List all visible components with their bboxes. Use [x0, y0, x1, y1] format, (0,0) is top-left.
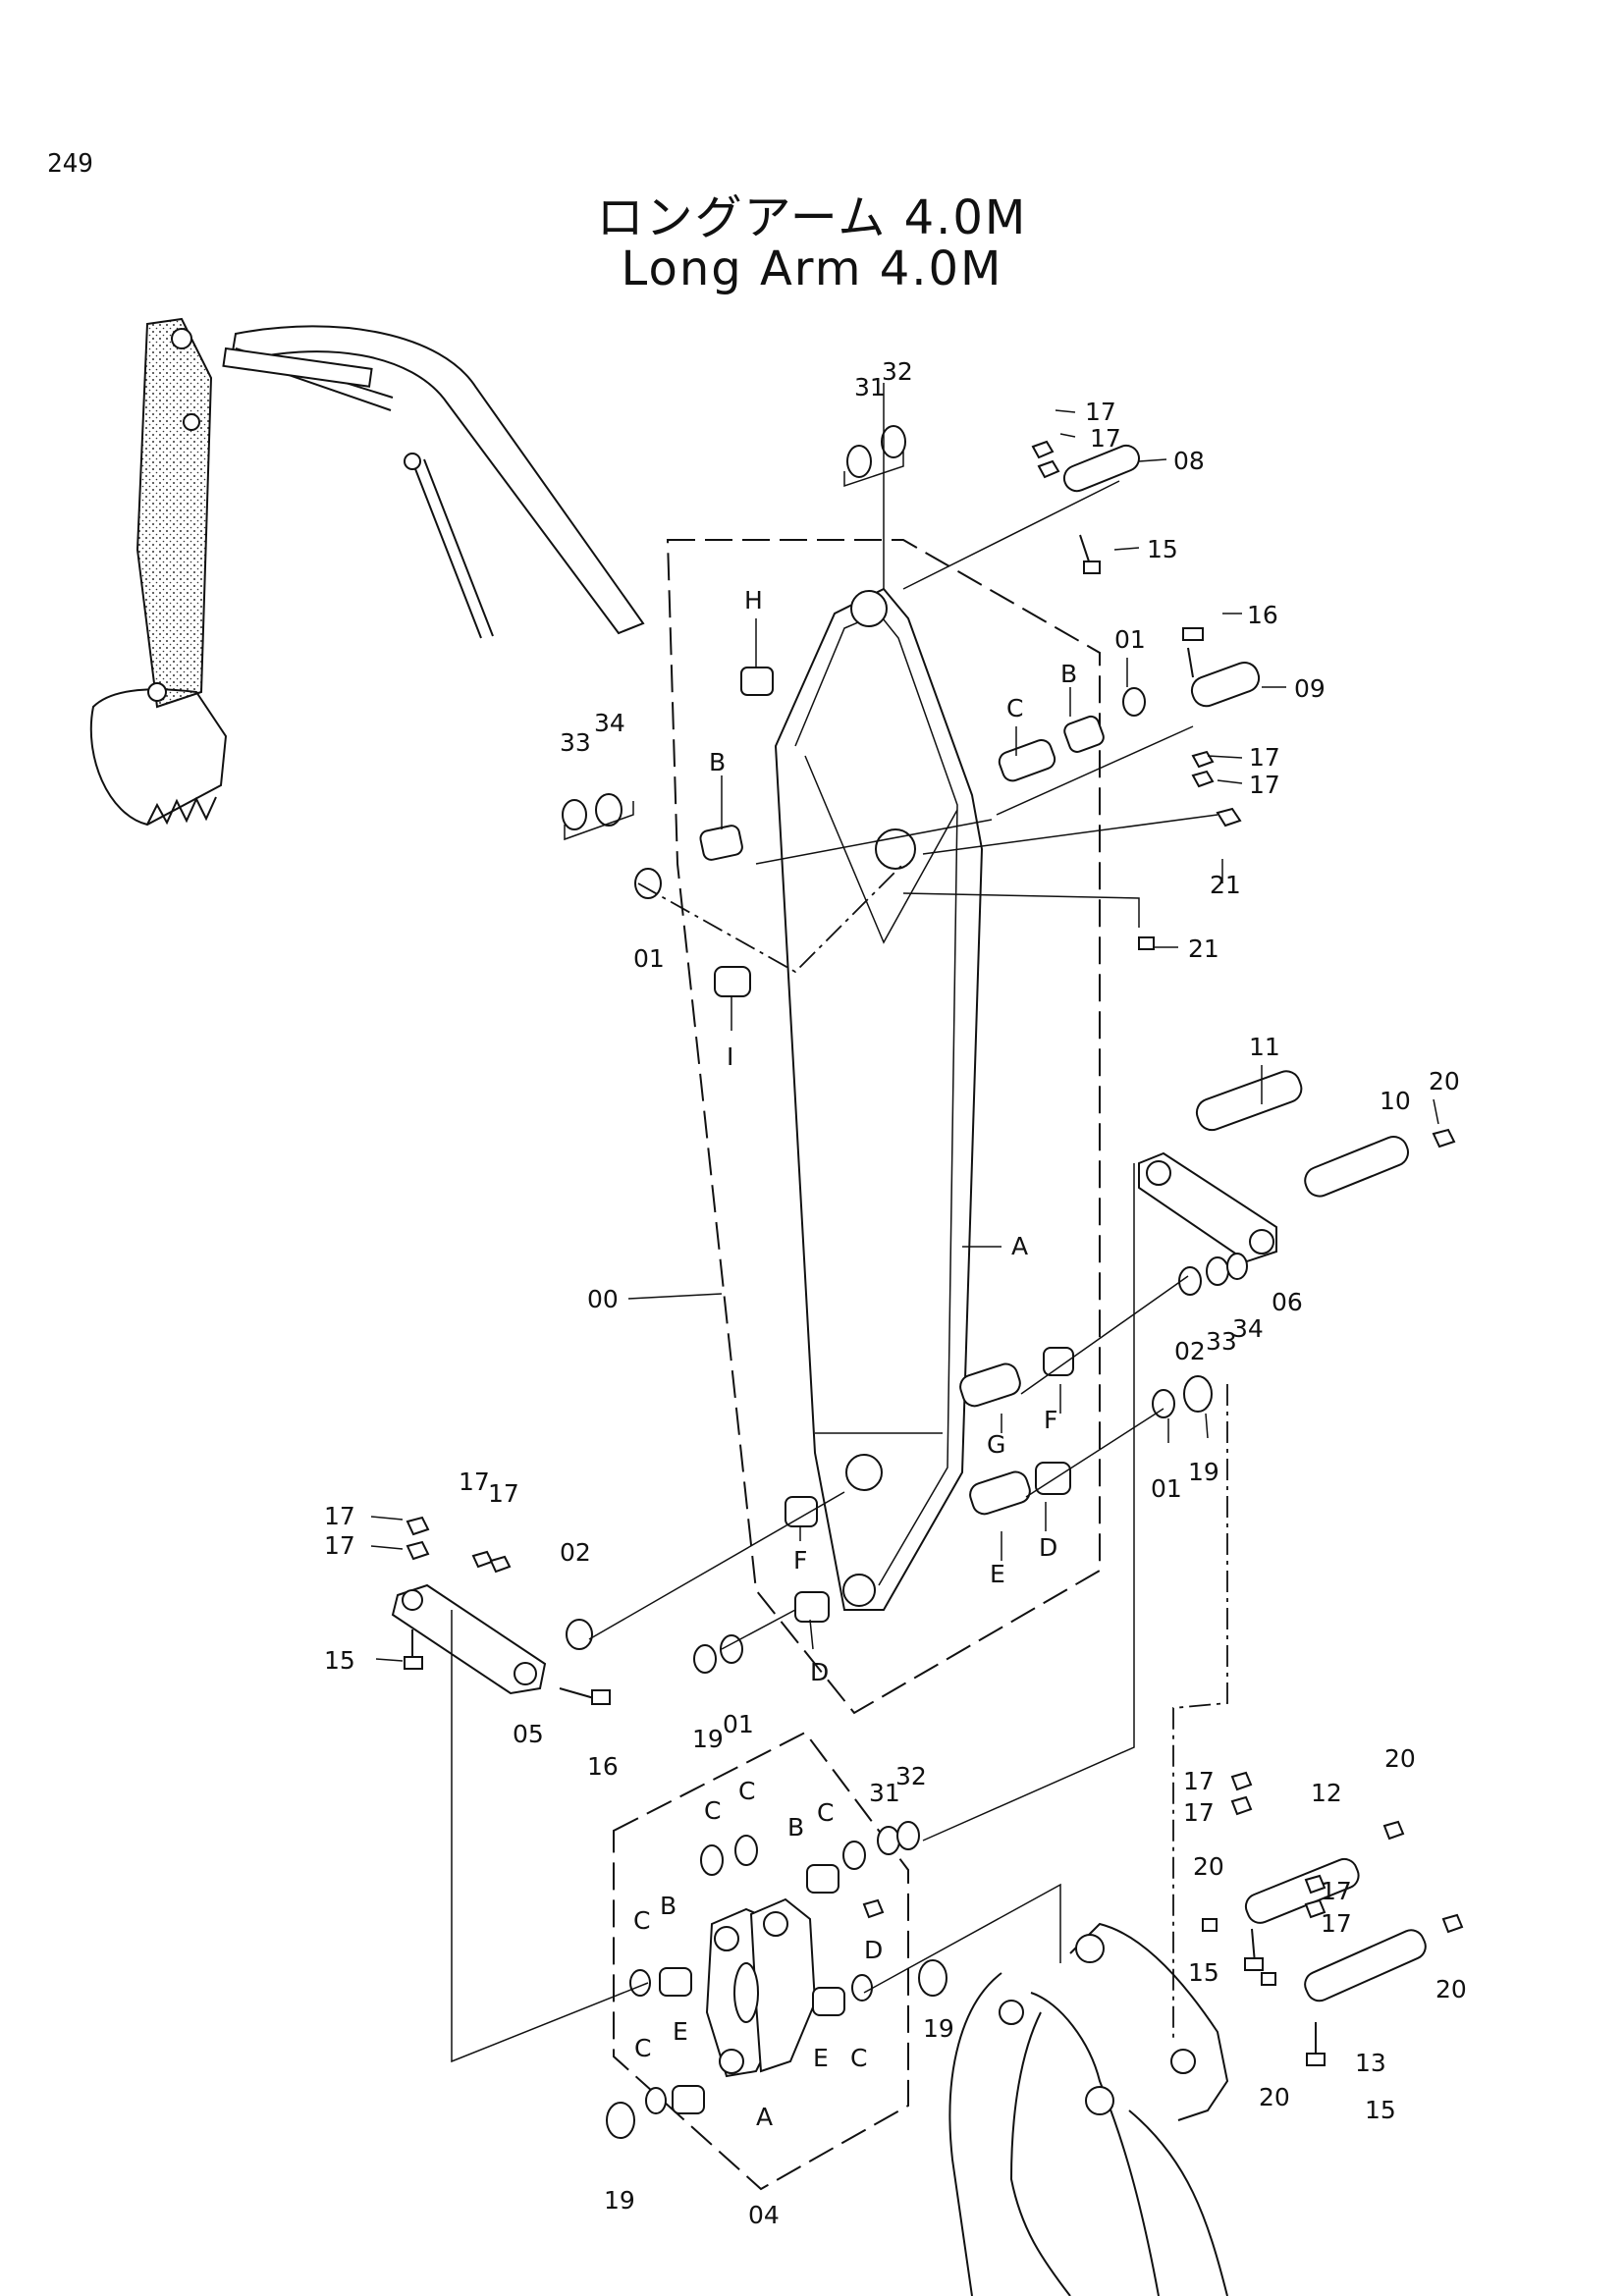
bucket-link-dashed-outline	[613, 1731, 909, 2191]
leader-lines	[370, 409, 1439, 1662]
callout-17: 17	[1183, 1798, 1215, 1827]
callout-19: 19	[604, 2186, 635, 2215]
callout-C: C	[634, 2034, 651, 2062]
callout-A: A	[756, 2103, 773, 2131]
callout-E: E	[990, 1560, 1005, 1588]
callout-H: H	[744, 586, 763, 614]
callout-16: 16	[587, 1752, 619, 1781]
title-japanese: ロングアーム 4.0M	[596, 190, 1028, 245]
callout-09: 09	[1294, 674, 1326, 703]
arm-body	[774, 587, 984, 1611]
callout-17: 17	[1249, 743, 1280, 772]
callout-19: 19	[1188, 1458, 1219, 1486]
callout-04: 04	[748, 2201, 780, 2229]
callout-D: D	[1039, 1533, 1057, 1562]
callout-02: 02	[1174, 1337, 1206, 1365]
assembly-lines	[451, 383, 1228, 2063]
callout-20: 20	[1259, 2083, 1290, 2111]
bucket-link-assembly	[606, 1821, 947, 2139]
bucket-outline	[948, 1771, 1464, 2296]
parts-small	[391, 425, 1456, 1705]
callout-15: 15	[1147, 535, 1178, 563]
callout-I: I	[727, 1042, 733, 1071]
callout-32: 32	[882, 357, 913, 386]
callout-15: 15	[1188, 1958, 1219, 1987]
callout-D: D	[810, 1658, 829, 1686]
callout-21: 21	[1188, 934, 1219, 963]
callout-08: 08	[1173, 447, 1205, 475]
callout-17: 17	[1090, 424, 1121, 453]
callout-17: 17	[324, 1531, 355, 1560]
callout-17: 17	[1249, 771, 1280, 799]
callout-17: 17	[324, 1502, 355, 1530]
arm-assembly-dashed-outline	[666, 539, 1101, 1715]
callout-33: 33	[560, 728, 591, 757]
callout-C: C	[817, 1798, 834, 1827]
callout-21: 21	[1210, 871, 1241, 899]
excavator-overview-illustration	[89, 317, 645, 827]
callout-B: B	[1060, 660, 1077, 688]
callout-labels: 31 32 17 17 08 15 H 16 01 B C 09 17 17 3…	[324, 357, 1467, 2229]
callout-12: 12	[1311, 1779, 1342, 1807]
callout-02: 02	[560, 1538, 591, 1567]
callout-31: 31	[869, 1779, 900, 1807]
callout-06: 06	[1272, 1288, 1303, 1316]
callout-13: 13	[1355, 2049, 1386, 2077]
callout-D: D	[864, 1936, 883, 1964]
callout-11: 11	[1249, 1033, 1280, 1061]
callout-34: 34	[594, 709, 625, 737]
callout-16: 16	[1247, 601, 1278, 629]
callout-17: 17	[1321, 1877, 1352, 1905]
callout-10: 10	[1380, 1087, 1411, 1115]
callout-E: E	[813, 2044, 829, 2072]
callout-C: C	[850, 2044, 867, 2072]
callout-17: 17	[1085, 398, 1116, 426]
callout-E: E	[673, 2017, 688, 2046]
callout-17: 17	[1183, 1767, 1215, 1795]
callout-B: B	[787, 1813, 804, 1842]
title-english: Long Arm 4.0M	[621, 241, 1003, 296]
callout-20: 20	[1435, 1975, 1467, 2003]
callout-15: 15	[324, 1646, 355, 1675]
callout-31: 31	[854, 373, 886, 401]
callout-15: 15	[1365, 2096, 1396, 2124]
callout-B: B	[709, 748, 726, 776]
callout-C: C	[1006, 694, 1023, 722]
callout-20: 20	[1429, 1067, 1460, 1095]
callout-01: 01	[1114, 625, 1146, 654]
callout-C: C	[704, 1796, 721, 1825]
callout-20: 20	[1384, 1744, 1416, 1773]
callout-C: C	[633, 1906, 650, 1935]
callout-17: 17	[488, 1479, 519, 1508]
callout-19: 19	[923, 2014, 954, 2043]
callout-G: G	[987, 1430, 1005, 1459]
callout-01: 01	[1151, 1474, 1182, 1503]
callout-17: 17	[459, 1468, 490, 1496]
callout-01: 01	[723, 1710, 754, 1738]
callout-F: F	[793, 1546, 807, 1575]
callout-01: 01	[633, 944, 665, 973]
callout-F: F	[1044, 1406, 1057, 1434]
callout-20: 20	[1193, 1852, 1224, 1881]
callout-33: 33	[1206, 1327, 1237, 1356]
page-number: 249	[47, 149, 93, 179]
callout-B: B	[660, 1892, 677, 1920]
callout-05: 05	[513, 1720, 544, 1748]
callout-A: A	[1011, 1232, 1028, 1260]
callout-34: 34	[1232, 1314, 1264, 1343]
callout-17: 17	[1321, 1909, 1352, 1938]
callout-C: C	[738, 1777, 755, 1805]
callout-19: 19	[692, 1725, 724, 1753]
callout-00: 00	[587, 1285, 619, 1313]
callout-32: 32	[895, 1762, 927, 1790]
